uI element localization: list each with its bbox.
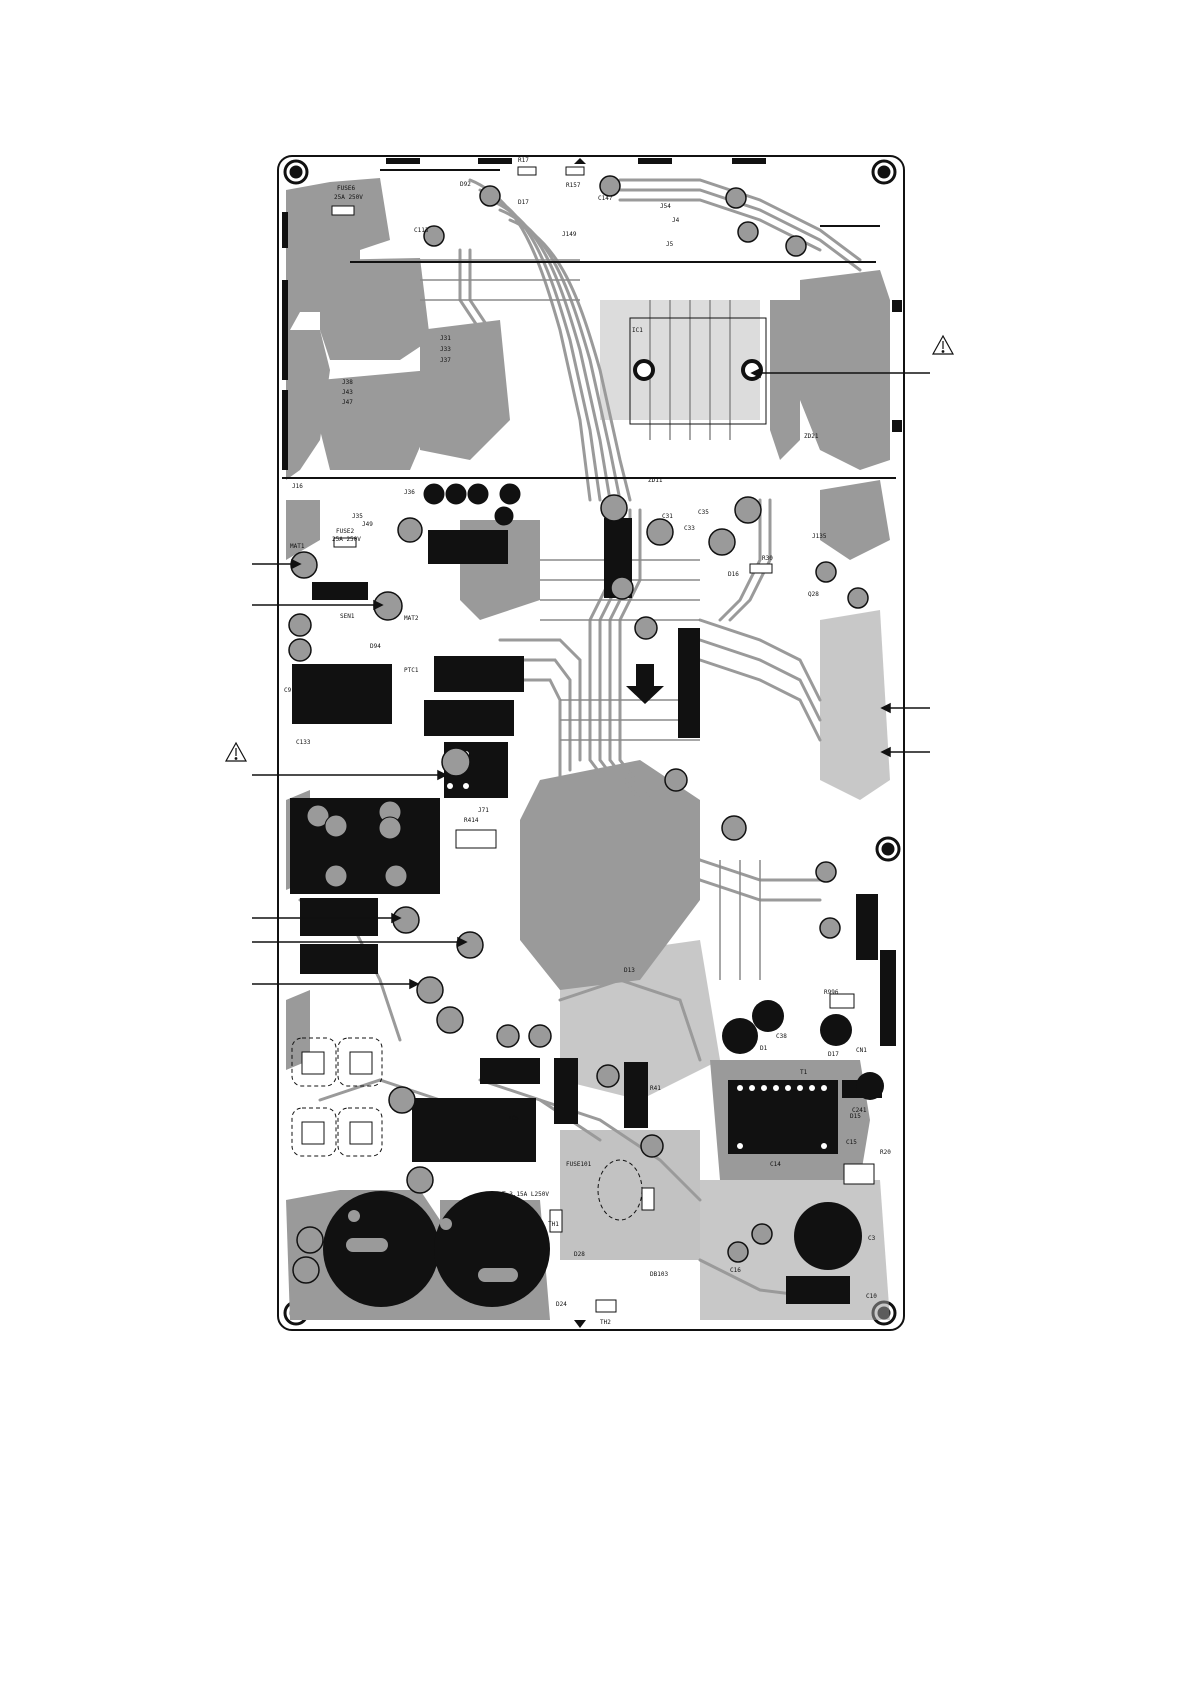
fuse2-rating: 25A 250V xyxy=(332,536,361,543)
svg-text:D17: D17 xyxy=(828,1051,839,1058)
svg-text:J33: J33 xyxy=(440,346,451,353)
svg-text:C16: C16 xyxy=(730,1267,741,1274)
fuse6-rating: 25A 250V xyxy=(334,194,363,201)
svg-text:C3: C3 xyxy=(868,1235,876,1242)
svg-text:J47: J47 xyxy=(342,399,353,406)
ic-orientation-arrow xyxy=(626,664,664,704)
fuse2-label: FUSE2 xyxy=(336,528,354,535)
fuse6-label: FUSE6 xyxy=(337,185,355,192)
svg-text:D16: D16 xyxy=(728,571,739,578)
large-capacitors xyxy=(323,1000,884,1307)
svg-text:DB103: DB103 xyxy=(650,1271,668,1278)
callout-lines xyxy=(252,367,930,990)
small-parts xyxy=(288,175,869,1284)
svg-text:D1: D1 xyxy=(760,1045,768,1052)
svg-text:IC5: IC5 xyxy=(508,1115,519,1122)
svg-text:C35: C35 xyxy=(698,509,709,516)
svg-text:J38: J38 xyxy=(342,379,353,386)
svg-text:SEN1: SEN1 xyxy=(340,613,355,620)
svg-text:C38: C38 xyxy=(776,1033,787,1040)
svg-text:J37: J37 xyxy=(440,357,451,364)
svg-text:C9: C9 xyxy=(284,687,292,694)
svg-text:CN1: CN1 xyxy=(856,1047,867,1054)
svg-text:R30: R30 xyxy=(762,555,773,562)
svg-text:J35: J35 xyxy=(352,513,363,520)
svg-text:IC1: IC1 xyxy=(632,327,643,334)
svg-text:J71: J71 xyxy=(478,807,489,814)
svg-text:T1: T1 xyxy=(800,1069,808,1076)
svg-text:C14: C14 xyxy=(770,1161,781,1168)
svg-text:C31: C31 xyxy=(662,513,673,520)
svg-text:C10: C10 xyxy=(866,1293,877,1300)
components xyxy=(290,518,882,1304)
svg-text:TH2: TH2 xyxy=(600,1319,611,1326)
svg-text:J4: J4 xyxy=(672,217,680,224)
svg-text:J5: J5 xyxy=(666,241,674,248)
svg-text:J36: J36 xyxy=(404,489,415,496)
warning-icon xyxy=(931,334,955,355)
ic1-outline xyxy=(629,317,767,425)
svg-text:C113: C113 xyxy=(414,227,429,234)
svg-text:J135: J135 xyxy=(812,533,827,540)
svg-text:D24: D24 xyxy=(556,1301,567,1308)
svg-text:C133: C133 xyxy=(296,739,311,746)
warning-icon xyxy=(224,741,248,762)
fuse101-rating: T 3.15A L250V xyxy=(502,1191,549,1198)
varistor-symbols xyxy=(301,1051,373,1145)
svg-text:MAT1: MAT1 xyxy=(290,543,305,550)
svg-text:Q28: Q28 xyxy=(808,591,819,598)
coil-terminals xyxy=(423,483,521,526)
bus-bars xyxy=(282,169,896,479)
power-module-symbols xyxy=(306,800,408,888)
silkscreen-labels: FUSE6 25A 250V FUSE2 25A 250V FUSE101 T … xyxy=(284,157,891,1326)
svg-text:D28: D28 xyxy=(574,1251,585,1258)
svg-text:R996: R996 xyxy=(824,989,839,996)
svg-text:R17: R17 xyxy=(518,157,529,164)
svg-text:R20: R20 xyxy=(880,1149,891,1156)
svg-text:J31: J31 xyxy=(440,335,451,342)
svg-text:R157: R157 xyxy=(566,182,581,189)
svg-text:C15: C15 xyxy=(846,1139,857,1146)
svg-text:J149: J149 xyxy=(562,231,577,238)
svg-text:D92: D92 xyxy=(460,181,471,188)
svg-text:ZD11: ZD11 xyxy=(648,477,663,484)
svg-text:C33: C33 xyxy=(684,525,695,532)
svg-text:D13: D13 xyxy=(624,967,635,974)
svg-text:D94: D94 xyxy=(370,643,381,650)
resistors xyxy=(331,166,875,1313)
edge-pads xyxy=(282,158,902,1328)
svg-text:J16: J16 xyxy=(292,483,303,490)
svg-text:MAT2: MAT2 xyxy=(404,615,419,622)
svg-text:C241: C241 xyxy=(852,1107,867,1114)
svg-text:J54: J54 xyxy=(660,203,671,210)
fuse101-label: FUSE101 xyxy=(566,1161,592,1168)
svg-text:PTC1: PTC1 xyxy=(404,667,419,674)
svg-text:D17: D17 xyxy=(518,199,529,206)
svg-text:R414: R414 xyxy=(464,817,479,824)
svg-text:J43: J43 xyxy=(342,389,353,396)
svg-text:R41: R41 xyxy=(650,1085,661,1092)
svg-text:J49: J49 xyxy=(362,521,373,528)
svg-text:D15: D15 xyxy=(850,1113,861,1120)
svg-text:ZD21: ZD21 xyxy=(804,433,819,440)
svg-text:C147: C147 xyxy=(598,195,613,202)
svg-text:TH1: TH1 xyxy=(548,1221,559,1228)
